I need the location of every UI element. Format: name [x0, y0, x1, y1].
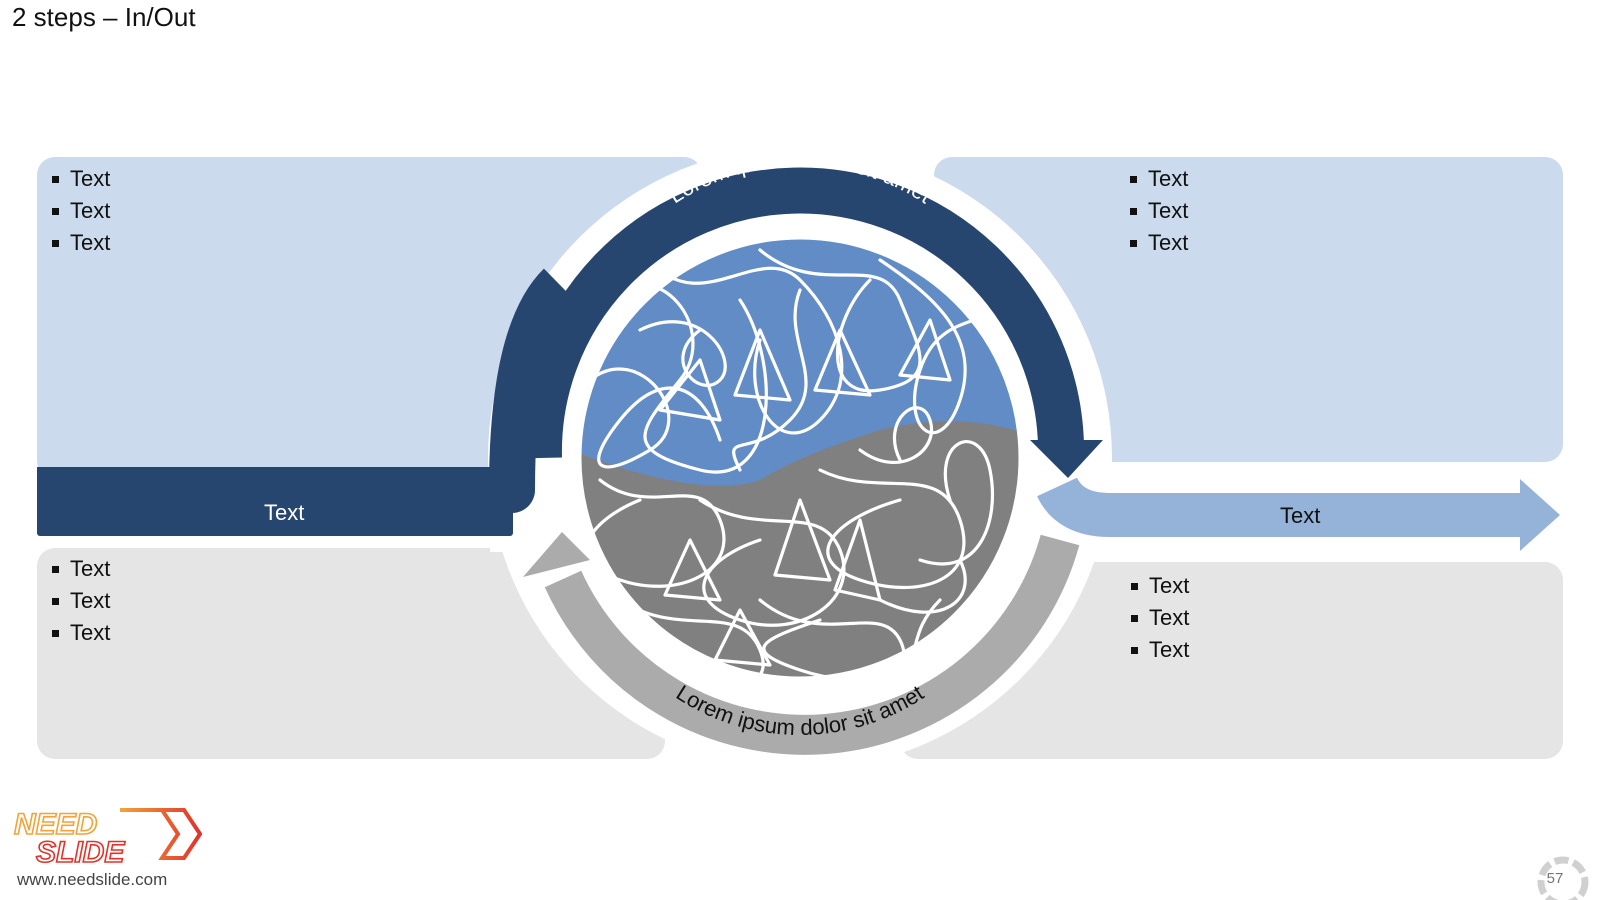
in-flow-arrow [37, 268, 577, 513]
out-flow-arrowhead [1520, 479, 1560, 551]
list-item: Text [1129, 570, 1189, 602]
slide-title: 2 steps – In/Out [12, 2, 196, 32]
bottom-left-bullets: Text Text Text [50, 553, 110, 649]
list-item: Text [50, 227, 110, 259]
top-arc-arrowhead [1030, 440, 1103, 478]
return-arc-arrowhead [523, 532, 590, 577]
list-item: Text [50, 585, 110, 617]
top-left-bullets: Text Text Text [50, 163, 110, 259]
list-item: Text [1128, 227, 1188, 259]
page-number: 57 [1546, 870, 1564, 887]
list-item: Text [50, 163, 110, 195]
list-item: Text [1128, 163, 1188, 195]
list-item: Text [50, 553, 110, 585]
top-arc-arrow [515, 167, 1084, 459]
out-flow-label: Text [1280, 503, 1321, 528]
svg-text:SLIDE: SLIDE [36, 836, 125, 866]
website-url: www.needslide.com [17, 870, 168, 889]
tangled-globe [580, 238, 1020, 678]
list-item: Text [1129, 634, 1189, 666]
list-item: Text [50, 195, 110, 227]
page-number-badge [1537, 856, 1589, 900]
top-right-bullets: Text Text Text [1128, 163, 1188, 259]
list-item: Text [50, 617, 110, 649]
svg-text:NEED: NEED [14, 808, 97, 841]
in-flow-label: Text [264, 500, 305, 525]
list-item: Text [1128, 195, 1188, 227]
out-flow-arrow [1037, 476, 1520, 537]
list-item: Text [1129, 602, 1189, 634]
return-arc-arrow [544, 534, 1080, 755]
needslide-logo: NEED SLIDE [13, 807, 202, 866]
bottom-right-bullets: Text Text Text [1129, 570, 1189, 666]
